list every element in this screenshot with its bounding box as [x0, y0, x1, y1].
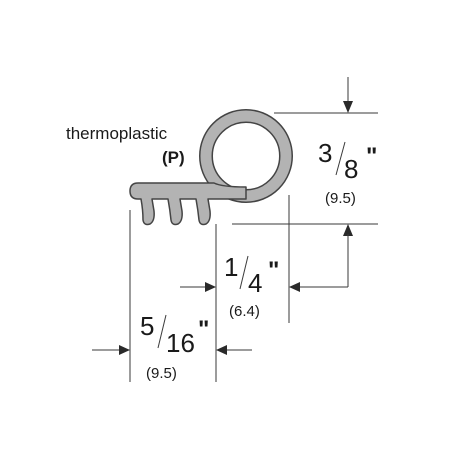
- width-numerator: 5: [140, 311, 154, 341]
- gap-dimension: [180, 195, 300, 323]
- height-numerator: 3: [318, 138, 332, 168]
- gap-metric: (6.4): [229, 303, 260, 320]
- material-label: thermoplastic: [66, 124, 168, 143]
- width-unit: ": [198, 316, 209, 343]
- seal-base: [129, 182, 247, 226]
- width-arrow-left-head: [119, 345, 130, 355]
- width-arrow-right-head: [216, 345, 227, 355]
- height-fraction-slash: [335, 141, 346, 176]
- width-metric: (9.5): [146, 365, 177, 382]
- height-dimension: [232, 77, 378, 288]
- height-metric: (9.5): [325, 190, 356, 207]
- width-denominator: 16: [166, 328, 195, 358]
- height-unit: ": [366, 143, 377, 170]
- width-dimension: [92, 210, 252, 382]
- gap-arrow-left-head: [205, 282, 216, 292]
- gap-arrow-right-head: [289, 282, 300, 292]
- gap-unit: ": [268, 257, 279, 284]
- gap-numerator: 1: [224, 252, 238, 282]
- seal-profile: [129, 109, 293, 226]
- gap-fraction-slash: [239, 255, 249, 290]
- height-arrow-top-head: [343, 101, 353, 113]
- height-arrow-bottom-head: [343, 224, 353, 236]
- width-fraction-slash: [157, 314, 167, 349]
- height-denominator: 8: [344, 154, 358, 184]
- gap-denominator: 4: [248, 268, 262, 298]
- material-code: (P): [162, 148, 185, 167]
